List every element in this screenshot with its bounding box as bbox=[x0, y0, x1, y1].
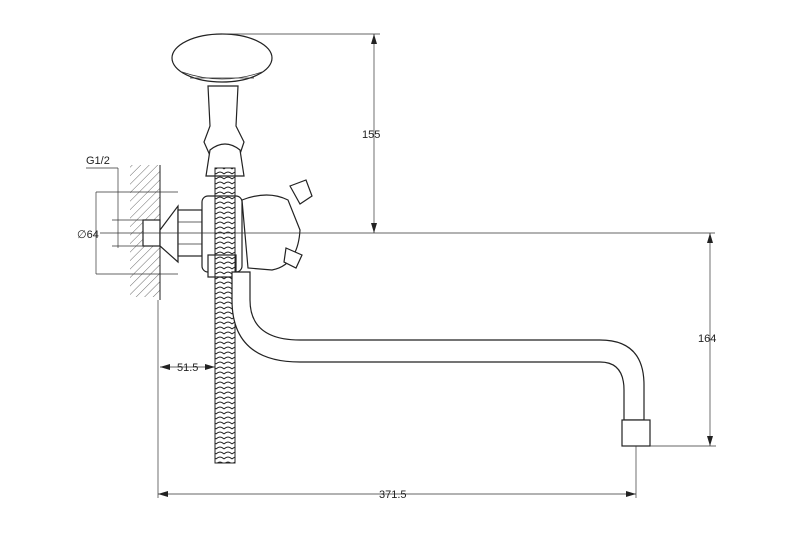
shower-head bbox=[171, 33, 273, 83]
spout bbox=[231, 271, 651, 447]
height-spout-dimension bbox=[650, 233, 716, 447]
height-top-label: 155 bbox=[362, 129, 380, 141]
height-spout-label: 164 bbox=[698, 333, 716, 345]
shower-holder bbox=[203, 85, 245, 177]
diameter-label: ∅64 bbox=[77, 229, 99, 241]
thread-label: G1/2 bbox=[86, 155, 110, 167]
length-dimension bbox=[157, 300, 637, 498]
thread-dimension bbox=[86, 167, 143, 248]
length-label: 371.5 bbox=[379, 489, 407, 501]
shower-hose bbox=[214, 167, 236, 464]
offset-label: 51.5 bbox=[177, 362, 198, 374]
offset-dimension bbox=[160, 364, 215, 370]
height-top-dimension bbox=[222, 33, 380, 233]
diameter-dimension bbox=[95, 191, 178, 275]
